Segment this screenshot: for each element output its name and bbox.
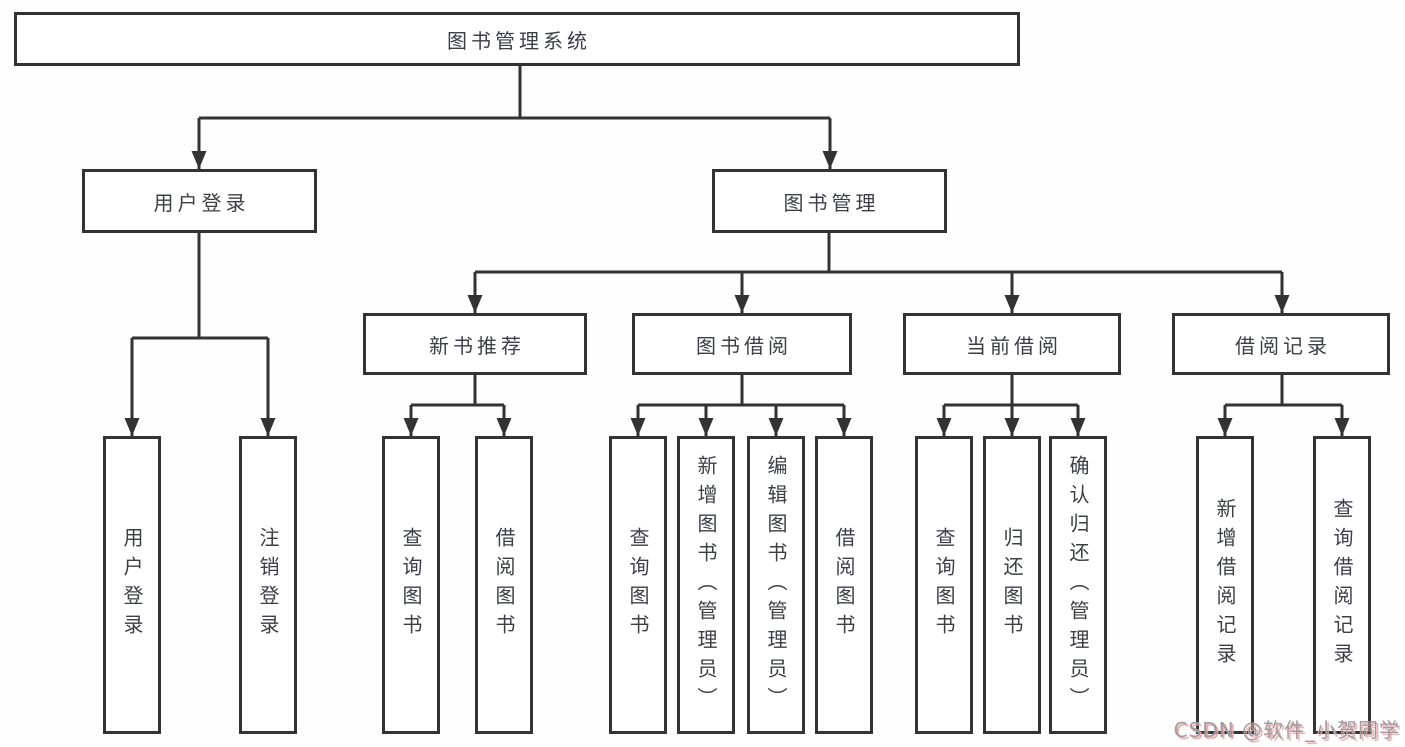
leaf-edit-book-admin-label: 编辑图书（管理员） (764, 454, 788, 716)
leaf-query-book-current: 查询图书 (915, 436, 973, 734)
leaf-borrow-book-borrow: 借阅图书 (815, 436, 873, 734)
leaf-return-book-label: 归还图书 (1000, 527, 1024, 643)
node-root-system: 图书管理系统 (14, 12, 1020, 66)
csdn-watermark: CSDN @软件_小贺同学 (1173, 718, 1400, 742)
node-book-management: 图书管理 (712, 169, 947, 233)
leaf-query-book-current-label: 查询图书 (932, 527, 956, 643)
node-user-login: 用户登录 (82, 169, 317, 233)
leaf-confirm-return-admin-label: 确认归还（管理员） (1066, 454, 1090, 716)
node-book-management-label: 图书管理 (783, 190, 880, 215)
connector-root-bus (199, 66, 830, 120)
leaf-add-borrow-record-label: 新增借阅记录 (1213, 498, 1237, 672)
leaf-add-book-admin-label: 新增图书（管理员） (694, 454, 718, 716)
leaf-add-borrow-record: 新增借阅记录 (1196, 436, 1254, 734)
leaf-edit-book-admin: 编辑图书（管理员） (747, 436, 805, 734)
node-current-borrow-label: 当前借阅 (966, 333, 1062, 358)
connector-new-book-bus (411, 375, 504, 407)
leaf-logout: 注销登录 (239, 436, 297, 734)
connector-book-borrow-bus (638, 375, 844, 407)
node-current-borrow: 当前借阅 (903, 313, 1121, 375)
connector-current-borrow-bus (944, 375, 1078, 407)
node-new-book-recommend-label: 新书推荐 (429, 333, 525, 358)
node-user-login-label: 用户登录 (153, 190, 250, 215)
leaf-user-login: 用户登录 (103, 436, 161, 734)
leaf-query-book-newbook: 查询图书 (382, 436, 440, 734)
leaf-borrow-book-newbook: 借阅图书 (475, 436, 533, 734)
node-book-borrow: 图书借阅 (632, 313, 852, 375)
leaf-query-book-borrow-label: 查询图书 (626, 527, 650, 643)
connector-user-login-bus (132, 233, 268, 340)
leaf-query-borrow-record: 查询借阅记录 (1313, 436, 1371, 734)
leaf-query-book-newbook-label: 查询图书 (399, 527, 423, 643)
leaf-borrow-book-borrow-label: 借阅图书 (832, 527, 856, 643)
leaf-query-borrow-record-label: 查询借阅记录 (1330, 498, 1354, 672)
leaf-add-book-admin: 新增图书（管理员） (677, 436, 735, 734)
connector-borrow-records-bus (1225, 375, 1342, 407)
leaf-borrow-book-newbook-label: 借阅图书 (492, 527, 516, 643)
node-new-book-recommend: 新书推荐 (363, 313, 587, 375)
leaf-query-book-borrow: 查询图书 (609, 436, 667, 734)
node-borrow-records-label: 借阅记录 (1235, 333, 1331, 358)
connector-book-management-bus (475, 233, 1282, 274)
leaf-logout-label: 注销登录 (256, 527, 280, 643)
leaf-return-book: 归还图书 (983, 436, 1041, 734)
node-book-borrow-label: 图书借阅 (696, 333, 792, 358)
node-root-label: 图书管理系统 (447, 28, 591, 53)
leaf-user-login-label: 用户登录 (120, 527, 144, 643)
node-borrow-records: 借阅记录 (1172, 313, 1390, 375)
leaf-confirm-return-admin: 确认归还（管理员） (1049, 436, 1107, 734)
